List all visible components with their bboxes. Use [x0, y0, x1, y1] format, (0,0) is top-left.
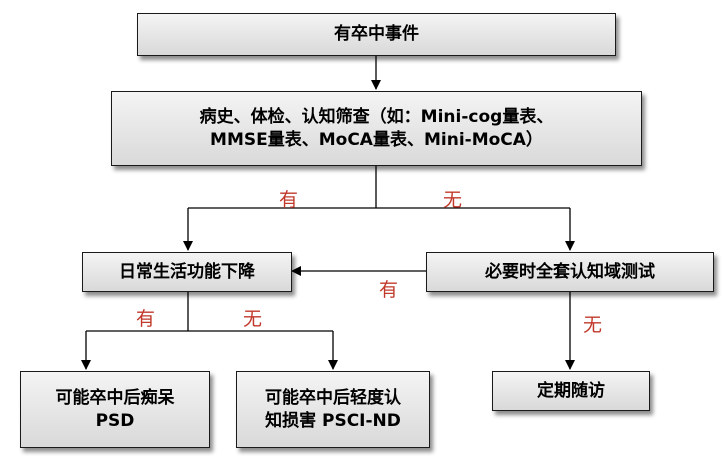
- node-psd-line1: 可能卒中后痴呆: [55, 387, 175, 408]
- node-stroke-event-label: 有卒中事件: [334, 24, 419, 45]
- node-psd: 可能卒中后痴呆 PSD: [20, 371, 210, 448]
- edge-label-daily-yes: 有: [136, 308, 156, 330]
- node-screening-line1: 病史、体检、认知筛查（如：Mini-cog量表、: [199, 106, 554, 127]
- node-psci-nd-line2: 知损害 PSCI-ND: [265, 410, 401, 431]
- node-psci-nd-line1: 可能卒中后轻度认: [265, 387, 401, 408]
- node-follow-up-label: 定期随访: [537, 380, 605, 401]
- node-psci-nd: 可能卒中后轻度认 知损害 PSCI-ND: [236, 371, 430, 448]
- edge-label-screen-yes: 有: [279, 189, 299, 211]
- edge-label-screen-no: 无: [443, 189, 463, 211]
- edge-label-test-no: 无: [583, 314, 603, 336]
- node-full-cognitive-test-label: 必要时全套认知域测试: [485, 261, 655, 282]
- node-stroke-event: 有卒中事件: [137, 13, 616, 56]
- edge-label-test-yes: 有: [379, 279, 399, 301]
- node-daily-function: 日常生活功能下降: [82, 252, 292, 292]
- node-full-cognitive-test: 必要时全套认知域测试: [426, 252, 714, 292]
- node-screening-line2: MMSE量表、MoCA量表、Mini-MoCA）: [210, 129, 543, 150]
- node-daily-function-label: 日常生活功能下降: [119, 261, 255, 282]
- node-screening: 病史、体检、认知筛查（如：Mini-cog量表、 MMSE量表、MoCA量表、M…: [111, 91, 642, 166]
- node-psd-line2: PSD: [95, 410, 135, 431]
- edge-label-daily-no: 无: [243, 308, 263, 330]
- node-follow-up: 定期随访: [492, 371, 650, 411]
